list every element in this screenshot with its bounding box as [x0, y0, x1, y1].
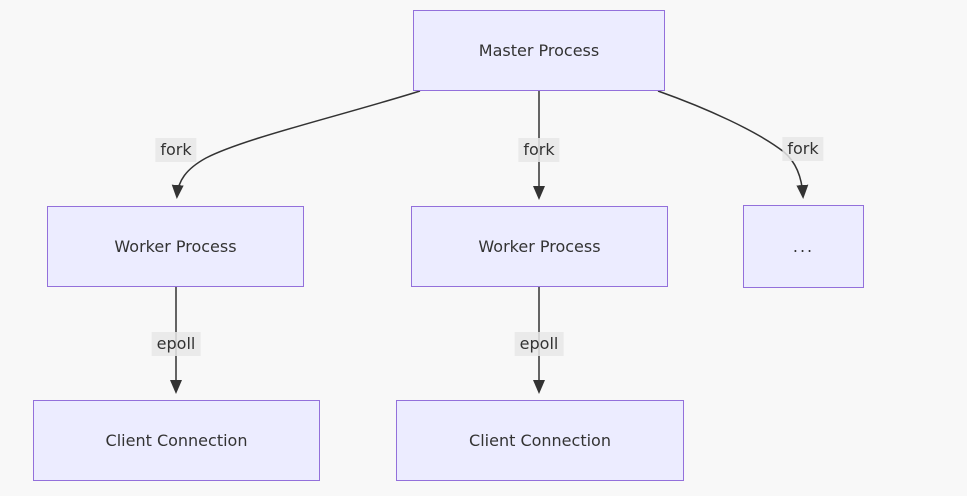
node-worker-process-left: Worker Process — [47, 206, 304, 287]
node-client-connection-left: Client Connection — [33, 400, 320, 481]
node-ellipsis-label: ... — [792, 236, 815, 256]
node-client-connection-middle-label: Client Connection — [469, 430, 611, 450]
edge-label-epoll-middle: epoll — [514, 332, 564, 356]
node-master-process-label: Master Process — [478, 40, 600, 60]
edge-master-worker1 — [171, 90, 421, 199]
edge-label-fork-left: fork — [155, 138, 197, 162]
edge-label-fork-middle: fork — [518, 138, 560, 162]
edge-label-fork-right: fork — [782, 137, 824, 161]
node-worker-process-middle-label: Worker Process — [478, 236, 601, 256]
node-worker-process-middle: Worker Process — [411, 206, 668, 287]
node-client-connection-left-label: Client Connection — [105, 430, 248, 450]
edge-label-epoll-left: epoll — [151, 332, 201, 356]
node-ellipsis: ... — [743, 205, 864, 288]
node-worker-process-left-label: Worker Process — [114, 236, 237, 256]
node-client-connection-middle: Client Connection — [396, 400, 684, 481]
node-master-process: Master Process — [413, 10, 665, 91]
edge-master-more — [657, 90, 809, 199]
